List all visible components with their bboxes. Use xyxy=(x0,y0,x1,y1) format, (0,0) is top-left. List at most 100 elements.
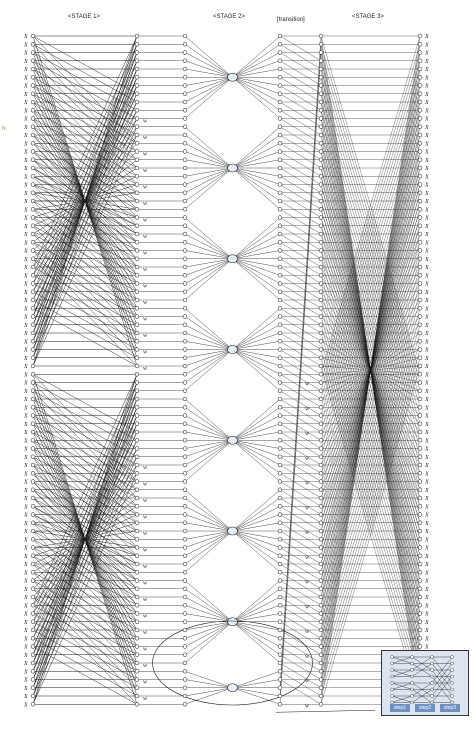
node xyxy=(417,339,423,344)
connection-line xyxy=(279,200,322,226)
node xyxy=(134,198,140,204)
twiddle-label: W xyxy=(305,382,310,387)
connection-line xyxy=(279,44,322,697)
connection-line xyxy=(184,440,233,482)
node xyxy=(277,215,283,220)
connection-line xyxy=(184,60,233,78)
connection-line xyxy=(184,77,233,94)
input-label: X xyxy=(23,686,28,692)
node xyxy=(277,297,283,303)
twiddle-label: W xyxy=(305,481,310,486)
node xyxy=(182,190,188,195)
node xyxy=(277,42,283,47)
node xyxy=(417,644,423,649)
node xyxy=(182,388,188,393)
node xyxy=(318,487,324,492)
node xyxy=(182,289,188,294)
node xyxy=(30,363,36,369)
node xyxy=(182,58,188,63)
input-label: X xyxy=(23,59,28,65)
output-label: X xyxy=(424,108,429,114)
inset-node xyxy=(430,681,434,685)
connection-line xyxy=(279,85,322,111)
node xyxy=(134,50,140,55)
node xyxy=(134,685,140,690)
node xyxy=(417,405,423,410)
node xyxy=(182,421,188,426)
node xyxy=(417,240,423,245)
node xyxy=(134,520,140,525)
node xyxy=(417,322,423,327)
connection-line xyxy=(32,473,138,532)
node xyxy=(417,42,423,47)
node xyxy=(30,297,36,303)
connection-line xyxy=(32,225,138,284)
input-label: X xyxy=(23,199,28,205)
connection-line xyxy=(32,35,138,317)
node xyxy=(318,289,324,294)
connection-line xyxy=(232,440,281,466)
connection-line xyxy=(184,68,233,78)
node xyxy=(277,553,283,558)
input-label: X xyxy=(23,422,28,428)
node xyxy=(417,520,423,525)
node xyxy=(318,413,324,418)
connection-line xyxy=(279,93,322,119)
node xyxy=(30,429,36,435)
twiddle-label: W xyxy=(143,597,148,602)
node xyxy=(417,75,423,80)
node xyxy=(318,215,324,220)
node xyxy=(417,83,423,88)
node xyxy=(318,438,324,443)
node xyxy=(182,108,188,113)
connection-line xyxy=(279,283,322,309)
node xyxy=(277,363,283,369)
node xyxy=(30,421,36,426)
connection-line xyxy=(184,134,233,169)
node xyxy=(134,669,140,674)
node xyxy=(417,586,423,591)
connection-line xyxy=(279,431,322,457)
connection-line xyxy=(279,101,322,127)
connection-line xyxy=(184,341,233,350)
connection-line xyxy=(184,324,233,350)
node xyxy=(417,174,423,179)
node xyxy=(182,198,188,204)
output-label: X xyxy=(424,620,429,626)
node xyxy=(182,157,188,162)
connection-line xyxy=(184,588,233,622)
stage3-title: <STAGE 3> xyxy=(352,14,384,20)
node xyxy=(318,91,324,96)
node xyxy=(318,66,324,72)
input-label: X xyxy=(23,430,28,436)
twiddle-label: W xyxy=(143,696,148,701)
node xyxy=(134,611,140,616)
node xyxy=(30,578,36,583)
node xyxy=(134,396,140,402)
node xyxy=(30,454,36,459)
node xyxy=(30,174,36,179)
connection-line xyxy=(232,398,281,441)
connection-line xyxy=(279,225,322,251)
connection-line xyxy=(32,200,138,259)
node xyxy=(134,306,140,311)
output-label: X xyxy=(424,133,429,139)
node xyxy=(182,446,188,451)
twiddle-label: W xyxy=(143,350,148,355)
node xyxy=(277,306,283,311)
node xyxy=(277,83,283,88)
connection-line xyxy=(232,530,281,556)
node xyxy=(318,396,324,402)
inset-step3-label: step3 xyxy=(440,704,460,712)
node xyxy=(417,190,423,195)
node xyxy=(417,108,423,113)
inset-node xyxy=(450,674,454,679)
input-label: X xyxy=(23,315,28,321)
inset-node xyxy=(430,694,434,698)
node xyxy=(134,512,140,517)
node xyxy=(318,83,324,88)
node xyxy=(318,339,324,344)
output-label: X xyxy=(424,183,429,189)
output-label: X xyxy=(424,298,429,304)
